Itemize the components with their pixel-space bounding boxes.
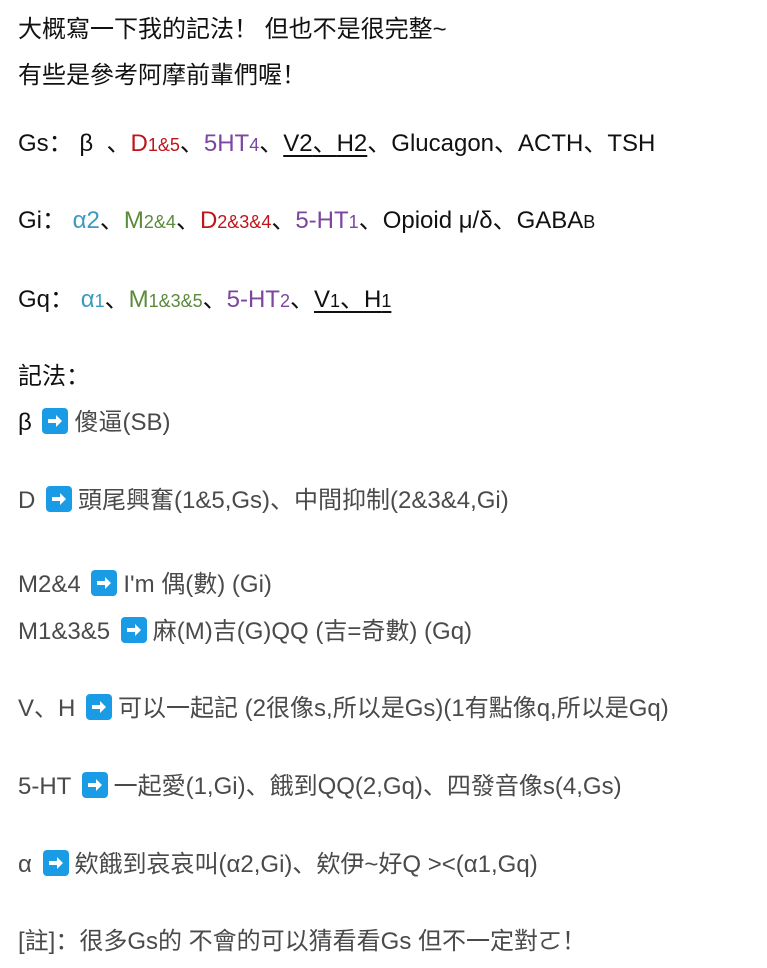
gi-label: Gi： <box>18 207 66 234</box>
gi-5ht: 5-HT1 <box>295 207 359 234</box>
gs-acth: ACTH <box>518 130 584 157</box>
mnemonics-heading: 記法： <box>18 363 90 390</box>
gq-alpha1: α1 <box>80 286 105 313</box>
mnemonic-row-d: D 頭尾興奮(1&5,Gs)、中間抑制(2&3&4,Gi) <box>18 486 509 514</box>
gs-line: Gs： β 、D1&5、5HT4、V2、H2、Glucagon、ACTH、TSH <box>18 130 656 157</box>
right-arrow-icon <box>81 772 108 798</box>
gs-beta: β <box>79 130 94 157</box>
gq-m: M1&3&5 <box>128 286 203 313</box>
right-arrow-icon <box>46 486 73 512</box>
mnemonic-row-m135: M1&3&5 麻(M)吉(G)QQ (吉=奇數) (Gq) <box>18 617 473 645</box>
gq-line: Gq： α1、M1&3&5、5-HT2、V1、H1 <box>18 286 392 313</box>
right-arrow-icon <box>86 694 113 720</box>
gs-glucagon: Glucagon <box>391 130 495 157</box>
mnemonic-row-m24: M2&4 I'm 偶(數) (Gi) <box>18 570 272 598</box>
gi-d: D2&3&4 <box>199 207 272 234</box>
mnemonic-row-vh: V、H 可以一起記 (2很像s,所以是Gs)(1有點像q,所以是Gq) <box>18 694 669 722</box>
gs-5ht: 5HT4 <box>203 130 260 157</box>
gi-gaba: GABAB <box>516 207 596 234</box>
right-arrow-icon <box>91 570 118 596</box>
gi-m: M2&4 <box>123 207 176 234</box>
gs-label: Gs： <box>18 130 73 157</box>
gi-line: Gi： α2、M2&4、D2&3&4、5-HT1、Opioid μ/δ、GABA… <box>18 207 596 234</box>
gs-v-h: V2、H2 <box>283 130 368 157</box>
gq-v-h: V1、H1 <box>313 286 392 313</box>
mnemonic-row-5ht: 5-HT 一起愛(1,Gi)、餓到QQ(2,Gq)、四發音像s(4,Gs) <box>18 772 622 800</box>
footnote: [註]：很多Gs的 不會的可以猜看看Gs 但不一定對ㄛ！ <box>18 928 587 955</box>
gq-5ht: 5-HT2 <box>226 286 290 313</box>
mnemonic-row-alpha: α 欸餓到哀哀叫(α2,Gi)、欸伊~好Q ><(α1,Gq) <box>18 850 538 878</box>
intro-line-1: 大概寫一下我的記法！ 但也不是很完整~ <box>18 16 447 43</box>
mnemonic-row-beta: β 傻逼(SB) <box>18 408 171 436</box>
gi-alpha2: α2 <box>72 207 100 234</box>
gi-opioid: Opioid μ/δ <box>382 207 493 234</box>
intro-line-2: 有些是參考阿摩前輩們喔！ <box>18 62 306 89</box>
right-arrow-icon <box>42 408 69 434</box>
gq-label: Gq： <box>18 286 75 313</box>
right-arrow-icon <box>42 850 69 876</box>
gs-d: D1&5 <box>130 130 180 157</box>
right-arrow-icon <box>120 617 147 643</box>
gs-tsh: TSH <box>607 130 656 157</box>
